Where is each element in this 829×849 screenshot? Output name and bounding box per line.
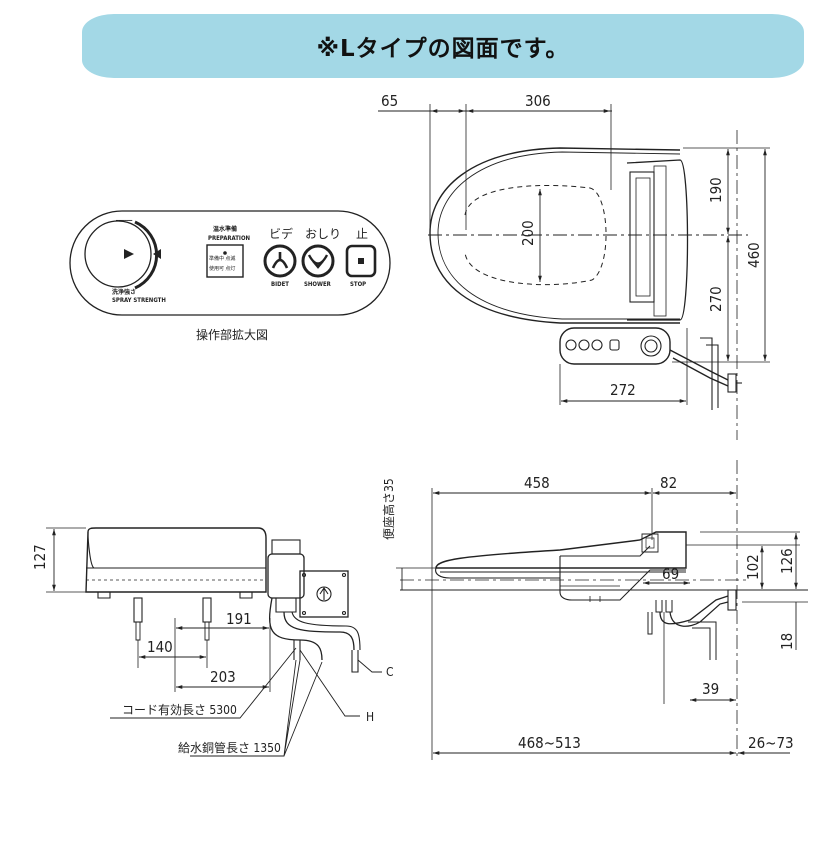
dim-127: 127 [31,544,49,570]
spray-dial [84,220,152,288]
panel-caption: 操作部拡大図 [196,327,268,342]
dim-190: 190 [707,177,725,203]
seat-height-label: 便座高さ35 [381,478,396,540]
dim-203: 203 [210,668,236,686]
banner-title: ※Lタイプの図面です。 [316,36,570,62]
stop-label-en: STOP [350,281,366,288]
prep-label-jp: 温水準備 [213,225,237,233]
spray-label-jp: 洗浄強さ [112,288,136,296]
shower-button[interactable] [301,244,335,278]
stop-label-jp: 止 [356,227,368,241]
prep-indicator [206,244,244,278]
dim-102: 102 [744,554,762,580]
prep-status-2: 使用可 点灯 [209,265,235,272]
bidet-label-jp: ビデ [269,226,293,241]
dim-191: 191 [226,610,252,628]
stop-icon [358,258,364,264]
top-view [378,104,770,440]
prep-led-icon [223,251,227,255]
cold-mark: C [386,665,394,679]
dim-270: 270 [707,286,725,312]
front-view [46,527,382,757]
bidet-icon [271,252,289,269]
pointer-icon [153,249,161,259]
shower-icon [307,254,329,269]
dim-39: 39 [702,680,719,698]
dim-200: 200 [519,220,537,246]
spray-scale-text: ━━━━━━ [115,218,133,224]
dim-65: 65 [381,92,398,110]
dim-140: 140 [147,638,173,656]
dim-26-73: 26~73 [748,734,794,752]
pipe-length-label: 給水銅管長さ 1350 [178,740,281,755]
side-view [396,460,808,760]
dim-82: 82 [660,474,677,492]
title-banner: ※Lタイプの図面です。 [82,14,804,78]
cord-length-label: コード有効長さ 5300 [122,702,237,717]
control-panel: ━━━━━━ 洗浄強さ SPRAY STRENGTH 温水準備 PREPARAT… [69,210,391,342]
dim-460: 460 [745,242,763,268]
prep-label-en: PREPARATION [208,235,251,242]
dim-306: 306 [525,92,551,110]
dim-468-513: 468~513 [518,734,581,752]
spray-label-en: SPRAY STRENGTH [112,297,166,304]
dim-126: 126 [778,548,796,574]
spray-scale [134,220,159,290]
shower-label-en: SHOWER [304,281,332,288]
dim-69: 69 [662,565,679,583]
stop-button[interactable] [345,244,377,278]
bidet-label-en: BIDET [271,281,289,288]
shower-label-jp: おしり [305,227,341,241]
dim-18: 18 [778,633,796,650]
dim-458: 458 [524,474,550,492]
dim-272: 272 [610,381,636,399]
dial-arrow-icon [124,249,134,259]
hot-mark: H [366,710,374,724]
prep-status-1: 準備中 点滅 [209,255,235,262]
